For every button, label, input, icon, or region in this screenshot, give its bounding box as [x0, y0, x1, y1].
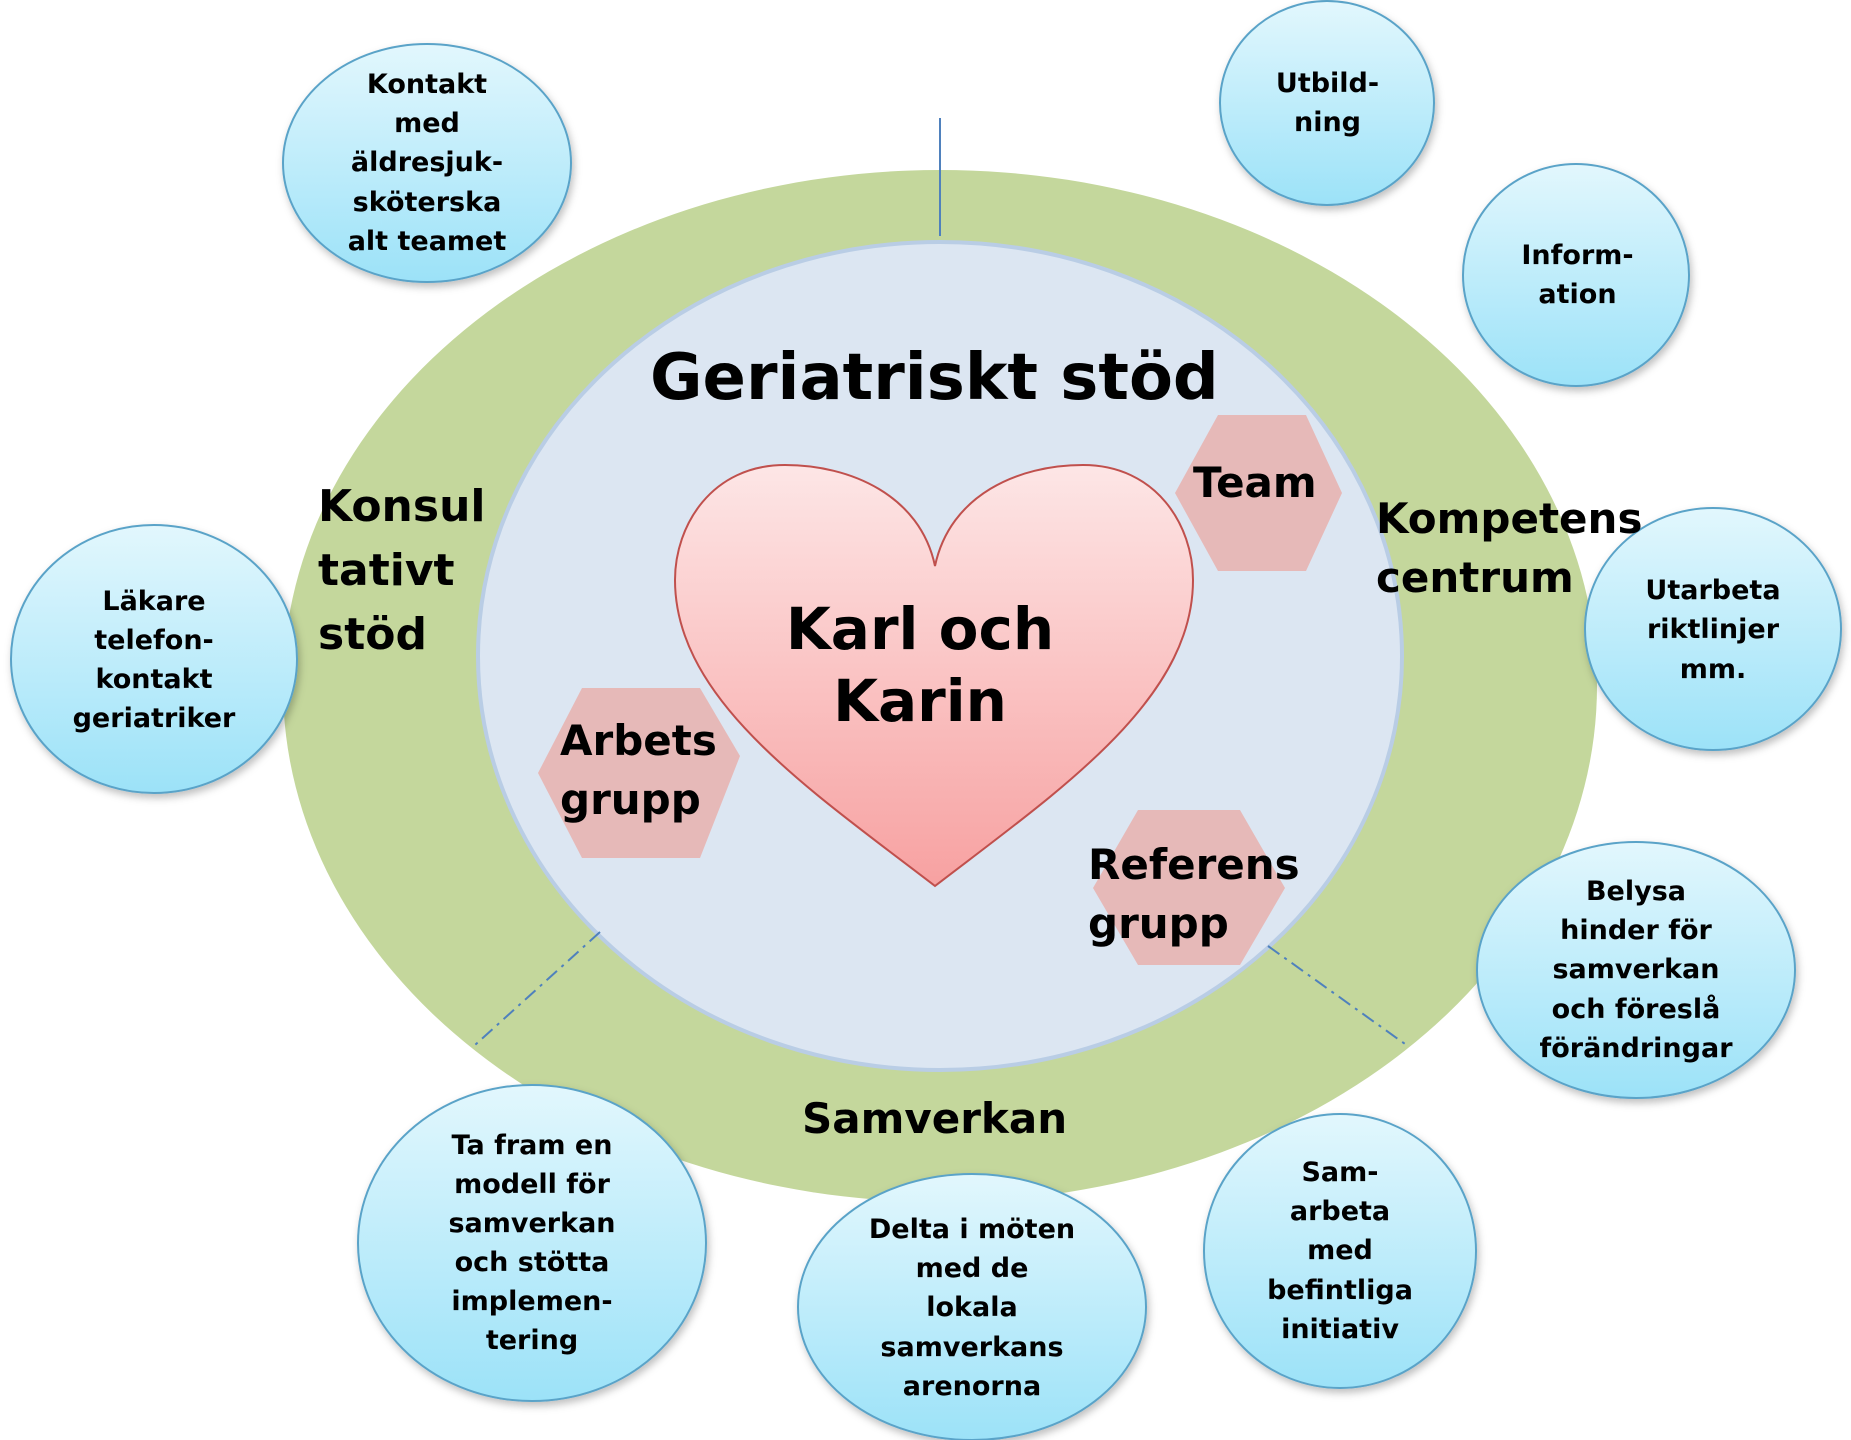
bubble-modell: [357, 1084, 707, 1402]
bubble-label-delta: Delta i möten med de lokala samverkans a…: [868, 1214, 1076, 1402]
bubble-utbildning: [1219, 0, 1435, 206]
bubble-riktlinjer: [1584, 507, 1842, 751]
hexagon-referensgrupp: [1093, 810, 1285, 965]
bubble-label-kontakt: Kontakt med äldresjuk- sköterska alt tea…: [347, 69, 507, 257]
bubble-label-belysa: Belysa hinder för samverkan och föreslå …: [1539, 876, 1733, 1064]
hexagon-label-team: Team: [1193, 458, 1317, 507]
bubble-label-information: Inform- ation: [1521, 239, 1634, 310]
bubble-label-utbildning: Utbild- ning: [1275, 67, 1380, 138]
hexagon-label-arbetsgrupp: Arbets grupp: [560, 716, 717, 824]
bubble-kontakt: [282, 43, 572, 283]
bubble-lakare: [10, 524, 298, 794]
hexagon-team: [1175, 415, 1342, 571]
hexagon-arbetsgrupp: [538, 688, 740, 858]
bubble-delta: [797, 1173, 1147, 1440]
heart-shape: [673, 463, 1195, 888]
center-label: Karl och Karin: [785, 594, 1055, 736]
bubble-information: [1462, 163, 1690, 387]
bubble-label-modell: Ta fram en modell för samverkan och stöt…: [448, 1129, 616, 1357]
bubble-label-samarbeta: Sam- arbeta med befintliga initiativ: [1267, 1157, 1413, 1345]
hexagon-label-referensgrupp: Referens grupp: [1088, 840, 1300, 948]
sector-label-bottom: Samverkan: [802, 1094, 1068, 1143]
bubble-label-lakare: Läkare telefon- kontakt geriatriker: [72, 585, 236, 735]
diagram-title: Geriatriskt stöd: [650, 341, 1219, 415]
sector-label-left: Konsul tativt stöd: [318, 481, 486, 660]
bubble-label-riktlinjer: Utarbeta riktlinjer mm.: [1645, 575, 1781, 685]
bubble-belysa: [1476, 841, 1796, 1099]
sector-label-right: Kompetens centrum: [1376, 494, 1643, 602]
bubble-samarbeta: [1203, 1113, 1477, 1389]
